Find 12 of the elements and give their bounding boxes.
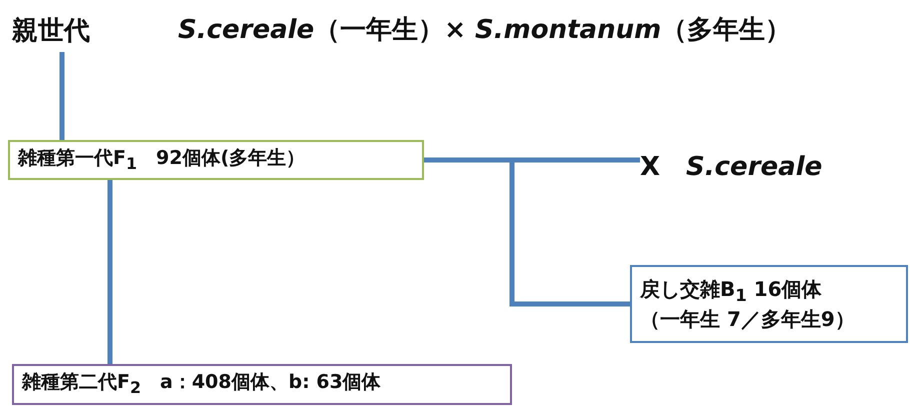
node-text: 雑種第二代F$_{2}$ a：408個体、b: 63個体 <box>22 370 382 399</box>
connector-line <box>60 52 64 140</box>
node-text: 雑種第一代F$_{1}$ 92個体(多年生） <box>18 146 306 174</box>
generation-label: 親世代 <box>12 15 91 48</box>
hybrid-box <box>12 364 512 405</box>
parent-cross-label: S.cereale（一年生）× S.montanum（多年生） <box>178 14 792 47</box>
connector-line <box>108 180 112 364</box>
backcross-box <box>630 265 908 343</box>
node-text: （一年生 7／多年生9） <box>640 306 856 332</box>
cross-label: X S.cereale <box>640 151 824 184</box>
node-text: 戻し交雑B$_{1}$ 16個体 <box>640 276 823 306</box>
hybrid-box <box>8 140 424 180</box>
